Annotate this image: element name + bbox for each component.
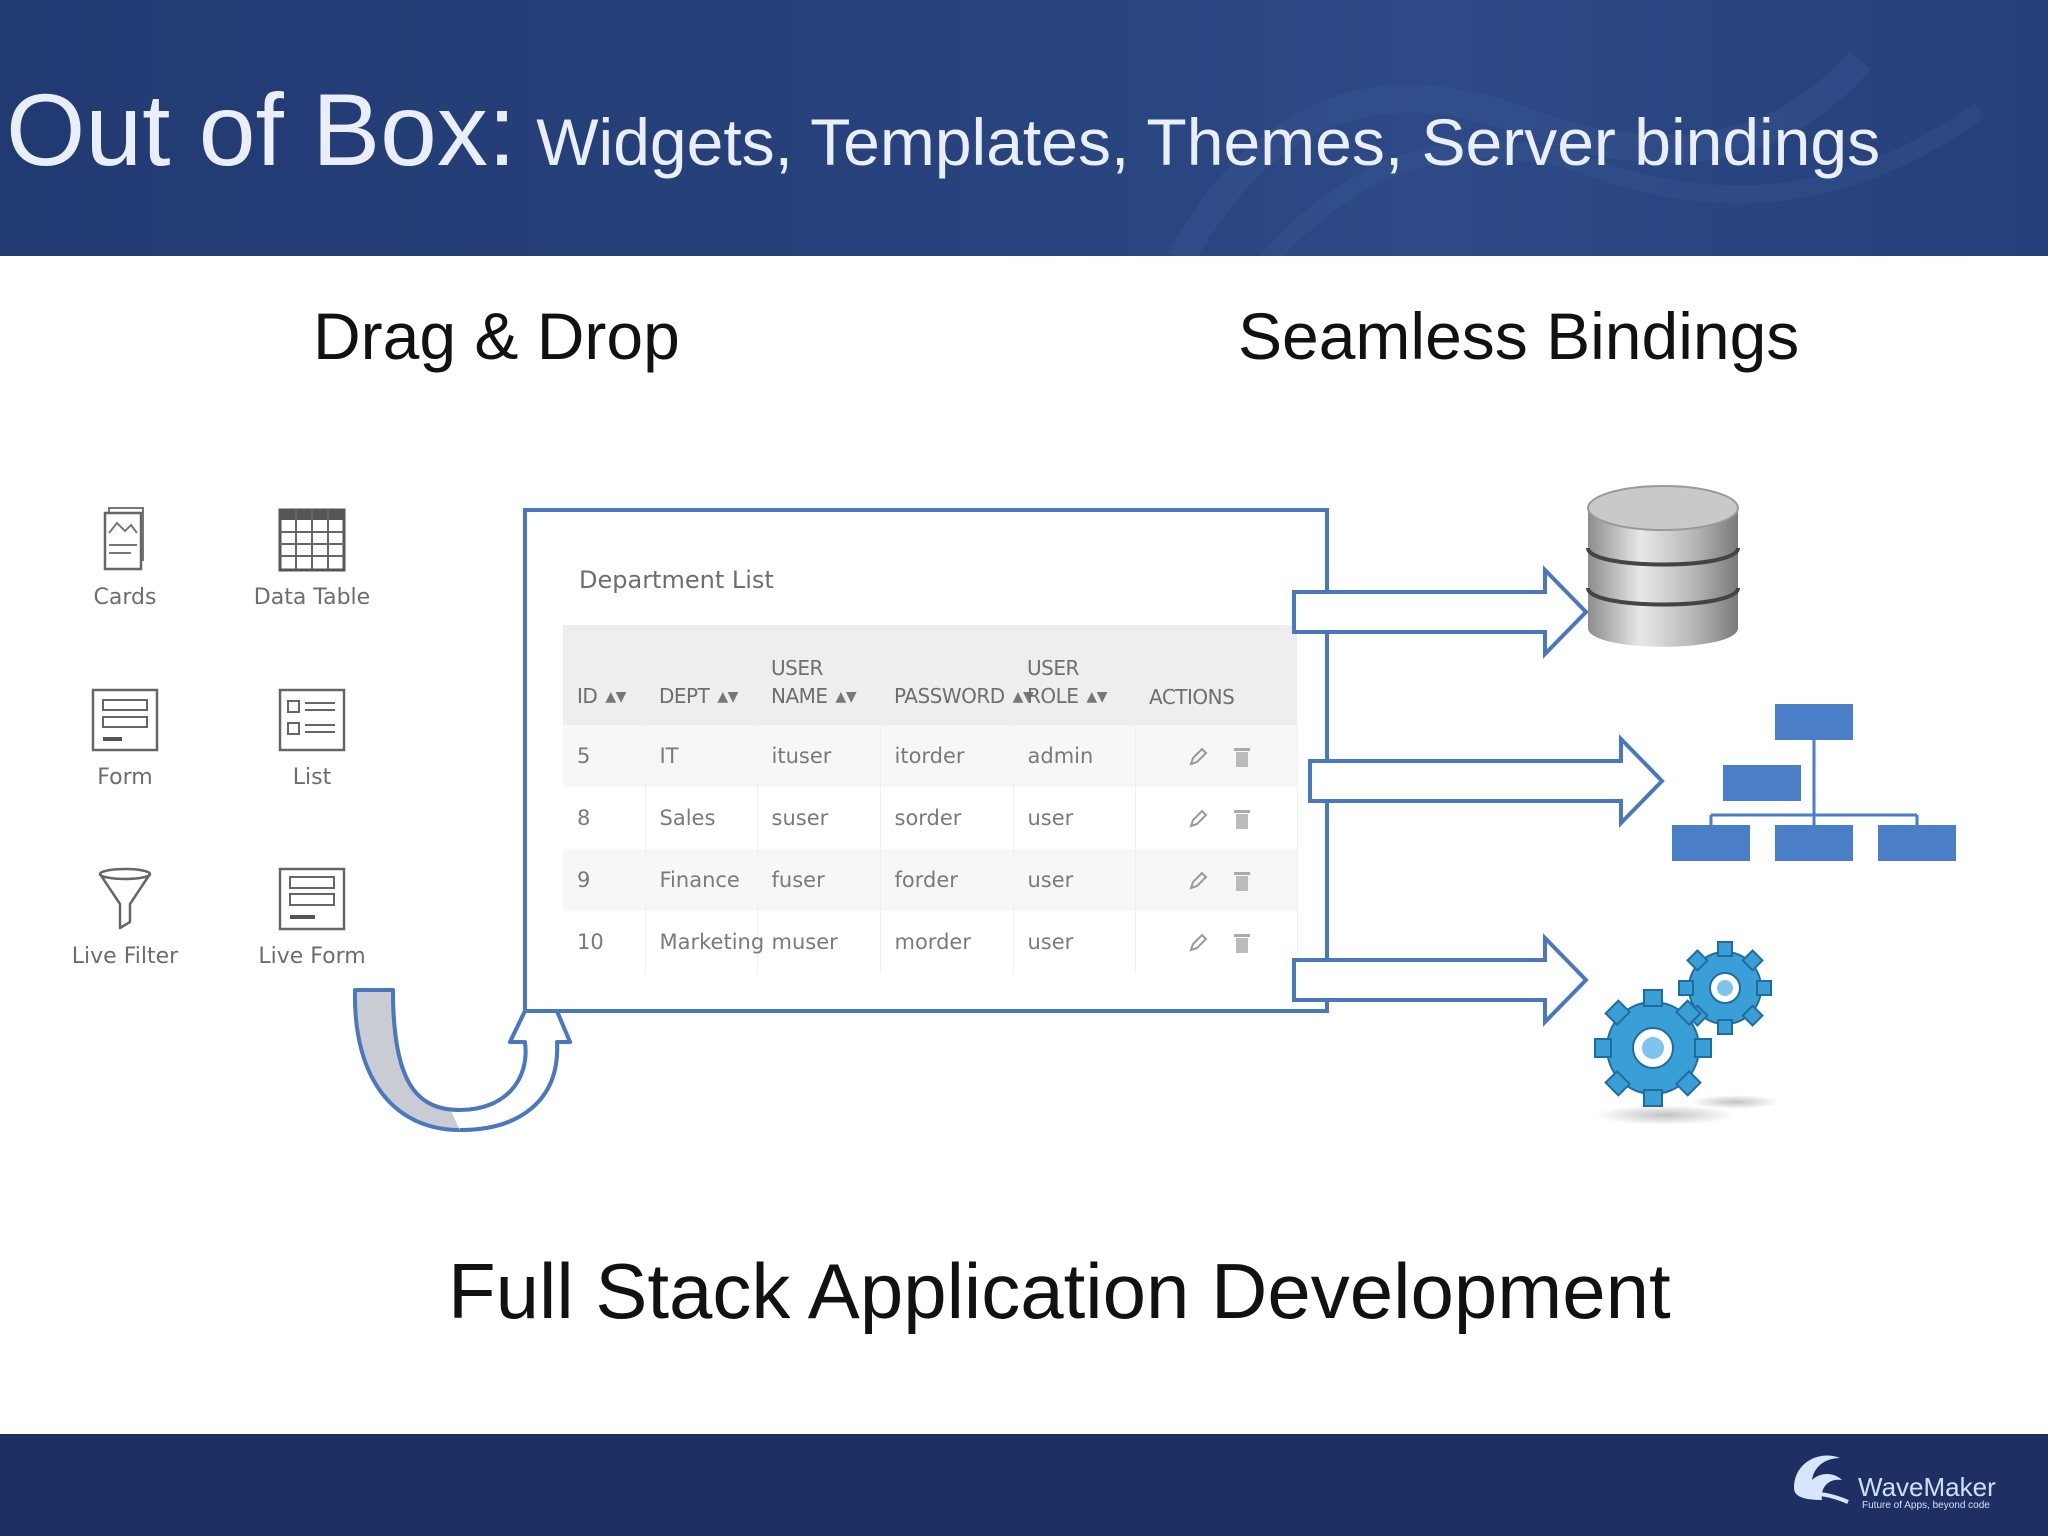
arrow-right-icon [1292,565,1589,659]
widget-form[interactable]: Form [25,685,225,815]
column-header-dept[interactable]: DEPT▲▼ [645,625,757,725]
widget-label: Cards [93,585,157,610]
cell-actions [1135,911,1298,973]
edit-icon[interactable] [1187,808,1209,830]
footer-bar [0,1434,2048,1536]
cell-dept: IT [645,725,758,787]
live-form-icon [278,867,346,931]
full-stack-caption: Full Stack Application Development [448,1247,1671,1335]
widget-live-form[interactable]: Live Form [212,864,412,994]
list-icon [278,688,346,752]
delete-icon[interactable] [1231,931,1253,955]
slide-title: Out of Box: Widgets, Templates, Themes, S… [6,72,1880,189]
cell-username: suser [757,787,881,849]
cell-dept: Sales [645,787,758,849]
cell-username: fuser [757,849,881,911]
title-banner: Out of Box: Widgets, Templates, Themes, S… [0,0,2048,256]
drag-drop-heading: Drag & Drop [313,299,680,373]
table-row[interactable]: 8 Sales suser sorder user [563,787,1298,849]
widget-label: Data Table [253,585,371,610]
brand-name: WaveMaker [1858,1472,1996,1502]
edit-icon[interactable] [1187,870,1209,892]
table-row[interactable]: 10 Marketing muser morder user [563,911,1298,973]
column-header-actions: ACTIONS [1135,625,1297,725]
gears-icon [1594,941,1780,1125]
form-icon [91,688,159,752]
cell-password: forder [880,849,1014,911]
cell-userrole: user [1013,849,1136,911]
widget-label: Form [97,765,153,790]
seamless-bindings-heading: Seamless Bindings [1238,299,1800,373]
cell-password: itorder [880,725,1014,787]
column-header-id[interactable]: ID▲▼ [563,625,645,725]
org-chart-icon [1672,704,1956,861]
slide-title-main: Out of Box: [6,73,517,187]
slide-title-sub: Widgets, Templates, Themes, Server bindi… [536,105,1881,179]
banner-swirl-decoration [1167,50,1986,256]
delete-icon[interactable] [1231,869,1253,893]
cell-dept: Marketing [645,911,764,973]
column-header-password[interactable]: PASSWORD▲▼ [880,625,1034,725]
table-row[interactable]: 5 IT ituser itorder admin [563,725,1298,787]
cell-userrole: user [1013,787,1136,849]
table-caption: Department List [579,566,774,594]
sort-icon[interactable]: ▲▼ [1086,689,1107,705]
widget-cards[interactable]: Cards [25,505,225,635]
cell-dept: Finance [645,849,758,911]
edit-icon[interactable] [1187,932,1209,954]
widget-live-filter[interactable]: Live Filter [25,864,225,994]
cell-username: muser [757,911,881,973]
widget-list[interactable]: List [212,685,412,815]
cell-id: 10 [563,911,646,973]
cell-actions [1135,849,1298,911]
edit-icon[interactable] [1187,746,1209,768]
cell-actions [1135,725,1298,787]
cell-actions [1135,787,1298,849]
data-table-icon [278,508,346,572]
delete-icon[interactable] [1231,807,1253,831]
widget-label: Live Filter [71,944,179,969]
delete-icon[interactable] [1231,745,1253,769]
cell-userrole: user [1013,911,1136,973]
widget-label: List [292,765,332,790]
arrow-right-icon [1308,734,1665,828]
cell-userrole: admin [1013,725,1136,787]
sort-icon[interactable]: ▲▼ [605,689,626,705]
wavemaker-logo-icon [1794,1455,1849,1504]
table-row[interactable]: 9 Finance fuser forder user [563,849,1298,911]
cell-id: 8 [563,787,646,849]
sort-icon[interactable]: ▲▼ [835,689,857,705]
database-icon [1586,485,1740,647]
widget-data-table[interactable]: Data Table [212,505,412,635]
cell-password: sorder [880,787,1014,849]
cell-id: 9 [563,849,646,911]
brand-tagline: Future of Apps, beyond code [1862,1500,1990,1511]
sort-icon[interactable]: ▲▼ [717,689,738,705]
cell-password: morder [880,911,1014,973]
arrow-right-icon [1292,933,1589,1027]
widget-label: Live Form [258,944,366,969]
funnel-icon [98,867,152,930]
cell-username: ituser [757,725,881,787]
cards-icon [103,507,144,571]
cell-id: 5 [563,725,646,787]
